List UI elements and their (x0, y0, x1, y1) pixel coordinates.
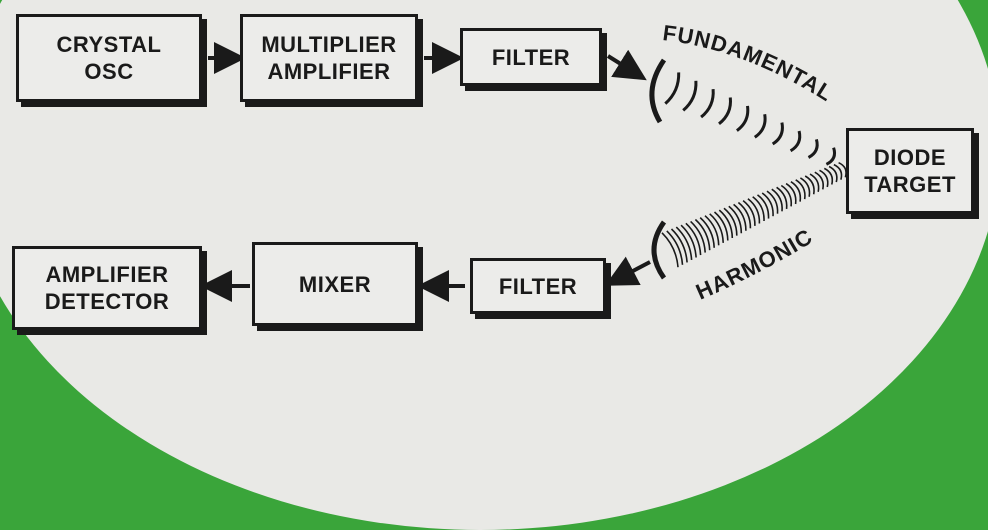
amplifier-detector-block: AMPLIFIER DETECTOR (12, 246, 202, 330)
crystal-osc-block: CRYSTAL OSC (16, 14, 202, 102)
wave-arc (700, 88, 715, 119)
wave-arc (735, 105, 750, 132)
wave-arc (804, 175, 815, 195)
harmonic-wave-lines (661, 161, 847, 268)
arrow-filter-to-antenna (606, 49, 647, 81)
wave-arc (819, 169, 829, 188)
wave-arc (713, 211, 729, 241)
multiplier-amplifier-block: MULTIPLIER AMPLIFIER (240, 14, 418, 102)
mixer-label: MIXER (298, 271, 372, 297)
filter-tx-block: FILTER (460, 28, 602, 86)
fundamental-wave-lines (664, 72, 837, 166)
wave-arc (795, 179, 806, 200)
wave-arc (799, 177, 811, 197)
diode-target-block: DIODE TARGET (846, 128, 974, 214)
wave-arc (709, 213, 724, 243)
wave-arc (690, 220, 706, 253)
wave-arc (790, 181, 802, 202)
wave-arc (807, 138, 819, 159)
wave-arc (823, 167, 834, 185)
wave-arc (761, 192, 774, 217)
wave-arc (670, 228, 688, 263)
wave-arc (752, 196, 765, 222)
transmit-antenna-dish (649, 58, 667, 124)
filter-rx-label: FILTER (498, 273, 578, 299)
wave-arc (682, 80, 698, 112)
wave-arc (814, 171, 824, 190)
filter-rx-block: FILTER (470, 258, 606, 314)
wave-arc (680, 224, 697, 258)
wave-arc (766, 190, 779, 214)
wave-arc (742, 199, 756, 226)
wave-arc (718, 209, 734, 239)
wave-arc (666, 230, 684, 265)
wave-arc (757, 194, 770, 219)
wave-arc (704, 215, 720, 246)
wave-arc (675, 226, 693, 260)
fundamental-label: FUNDAMENTAL (661, 20, 837, 106)
wave-arc (833, 163, 843, 180)
crystal-osc-line2: OSC (84, 59, 134, 84)
arrow-antenna-to-filter (604, 256, 651, 286)
wave-arc (771, 188, 783, 212)
wave-arc (753, 113, 767, 139)
wave-arc (771, 122, 784, 146)
wave-arc (776, 186, 788, 209)
wave-arc (685, 222, 702, 256)
wave-arc (728, 205, 743, 234)
filter-tx-label: FILTER (491, 44, 571, 70)
wave-arc (747, 198, 761, 224)
diagram-canvas: FUNDAMENTAL HARMONIC (200, 20, 847, 305)
multiplier-amplifier-line1: MULTIPLIER (261, 32, 397, 57)
fundamental-label-text: FUNDAMENTAL (661, 20, 836, 106)
wave-arc (661, 232, 679, 268)
wave-arc (733, 203, 747, 231)
harmonic-label: HARMONIC (692, 224, 817, 305)
diode-target-line1: DIODE (873, 145, 947, 170)
wave-arc (694, 218, 711, 251)
crystal-osc-line1: CRYSTAL (56, 32, 162, 57)
multiplier-amplifier-line2: AMPLIFIER (267, 59, 391, 84)
diode-target-line2: TARGET (864, 172, 956, 197)
wave-arc (723, 207, 738, 236)
amplifier-detector-line1: AMPLIFIER (45, 262, 169, 287)
wave-arc (785, 182, 797, 205)
amplifier-detector-line2: DETECTOR (44, 289, 170, 314)
wave-arc (699, 217, 715, 248)
wave-arc (737, 201, 752, 229)
wave-arc (809, 173, 820, 192)
wave-arc (718, 97, 732, 125)
wave-arc (664, 72, 681, 105)
wave-arc (780, 184, 793, 207)
harmonic-label-text: HARMONIC (692, 224, 816, 305)
receive-antenna-dish (651, 220, 667, 280)
wave-arc (825, 147, 837, 166)
wave-arc (828, 165, 838, 183)
wave-arc (789, 130, 802, 153)
wave-arc (838, 161, 847, 178)
mixer-block: MIXER (252, 242, 418, 326)
